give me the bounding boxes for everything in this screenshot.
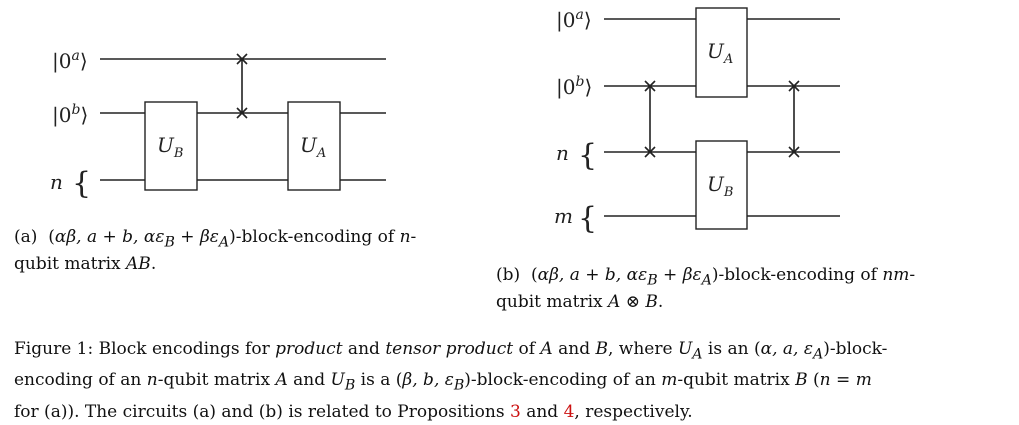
caption-b-line1: (b) (αβ, a + b, αεB + βεA)-block-encodin…	[496, 265, 916, 289]
gate-ub-a	[144, 101, 198, 191]
label-ket0a-a: |0a⟩	[52, 48, 88, 74]
label-m-b: m	[554, 204, 573, 228]
caption-b-line2: qubit matrix A ⊗ B.	[496, 292, 664, 313]
swap-b2-x-top	[788, 80, 800, 92]
label-ket0b-a: |0b⟩	[52, 102, 88, 128]
gate-ub-b-label: UB	[707, 172, 733, 200]
gate-ua-b-label: UA	[707, 39, 733, 67]
label-n-a: n	[50, 170, 63, 194]
swap-a-x-bot	[236, 107, 248, 119]
label-ket0a-b: |0a⟩	[556, 7, 592, 33]
caption-text-post: , respectively.	[574, 401, 693, 422]
gate-ua-a	[287, 101, 341, 191]
gate-ua-a-label: UA	[300, 133, 326, 161]
proposition-3-link[interactable]: 3	[509, 401, 521, 422]
caption-a: (a) (αβ, a + b, αεB + βεA)-block-encodin…	[14, 226, 484, 275]
circuit-b: |0a⟩ |0b⟩ n { m { UA UB	[554, 7, 840, 236]
figure-caption-line2: encoding of an n-qubit matrix A and UB i…	[14, 370, 872, 394]
brace-n-a: {	[72, 166, 91, 201]
caption-b: (b) (αβ, a + b, αεB + βεA)-block-encodin…	[496, 264, 966, 313]
figure-caption: Figure 1: Block encodings for product an…	[14, 336, 1009, 425]
circuit-a: |0a⟩ |0b⟩ n { UB UA	[50, 48, 386, 201]
gate-ub-a-label: UB	[157, 133, 183, 161]
swap-b1-x-top	[644, 80, 656, 92]
figure-caption-line3: for (a)). The circuits (a) and (b) is re…	[14, 399, 1009, 425]
caption-text-mid: and	[520, 401, 564, 422]
swap-b1-x-bot	[644, 146, 656, 158]
label-n-b: n	[556, 141, 569, 165]
proposition-4-link[interactable]: 4	[563, 401, 575, 422]
caption-text-pre: for (a)). The circuits (a) and (b) is re…	[14, 401, 510, 422]
brace-n-b: {	[578, 138, 597, 173]
swap-b2-x-bot	[788, 146, 800, 158]
brace-m-b: {	[578, 201, 597, 236]
gate-ua-b	[695, 7, 748, 98]
figure-caption-line1: Figure 1: Block encodings for product an…	[14, 339, 888, 363]
swap-a-x-top	[236, 53, 248, 65]
label-ket0b-b: |0b⟩	[556, 74, 592, 100]
caption-a-line2: qubit matrix AB.	[14, 254, 157, 275]
gate-ub-b	[695, 140, 748, 230]
caption-a-line1: (a) (αβ, a + b, αεB + βεA)-block-encodin…	[14, 227, 417, 251]
